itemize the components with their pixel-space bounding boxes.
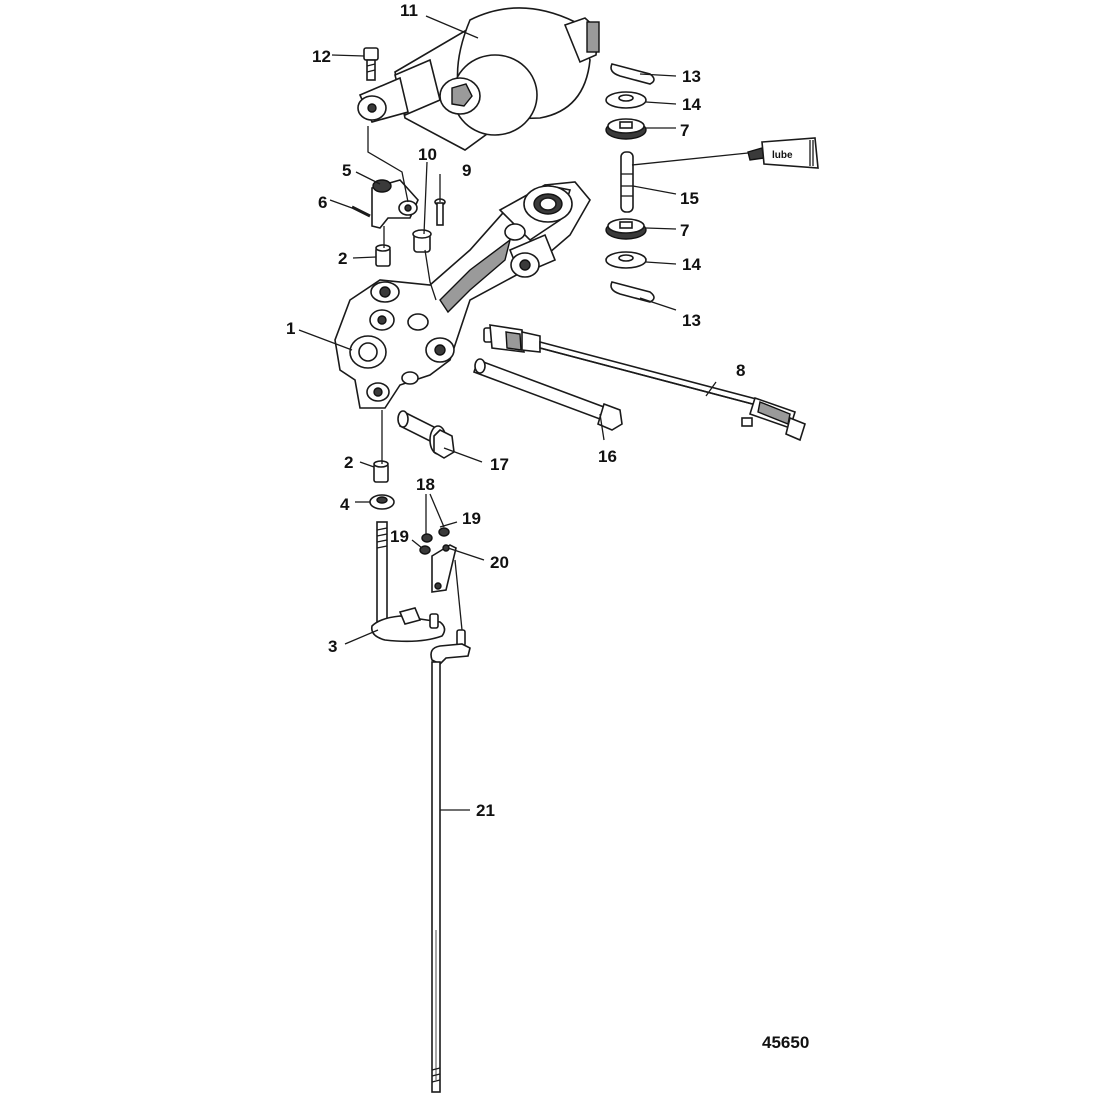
callout-labels: 11 12 13 14 7 10 5 9 6 15 7 2 14 13 1 8 … xyxy=(286,1,745,820)
callout-17: 17 xyxy=(490,455,509,474)
part-12-bolt xyxy=(363,47,379,81)
callout-11: 11 xyxy=(400,1,418,20)
part-17-flanged-bolt xyxy=(397,410,455,459)
part-7-upper-bushing xyxy=(605,118,647,140)
part-20-link xyxy=(431,544,457,593)
callout-19-left: 19 xyxy=(390,527,409,546)
callout-14-top: 14 xyxy=(682,95,701,114)
callout-4: 4 xyxy=(340,495,350,514)
part-2-lower-bushing xyxy=(373,460,389,483)
callout-14-bottom: 14 xyxy=(682,255,701,274)
callout-10: 10 xyxy=(418,145,437,164)
part-9-screw xyxy=(434,198,446,226)
lube-tube: lube xyxy=(747,137,819,169)
figure-id: 45650 xyxy=(762,1033,809,1052)
part-3-shift-shaft xyxy=(370,521,466,647)
part-21-shift-rod xyxy=(430,643,471,1093)
callout-9: 9 xyxy=(462,161,471,180)
callout-1: 1 xyxy=(286,319,295,338)
lube-label: lube xyxy=(772,150,793,161)
part-1-bracket-housing xyxy=(334,181,591,409)
part-2-upper-bushing xyxy=(375,244,391,267)
part-8-sensor-harness xyxy=(483,324,806,442)
callout-15: 15 xyxy=(680,189,699,208)
part-10-bushing xyxy=(412,229,432,253)
callout-18: 18 xyxy=(416,475,435,494)
part-15-pivot-pin xyxy=(620,151,634,213)
part-13-upper-cotter-pin xyxy=(610,63,655,85)
callout-12: 12 xyxy=(312,47,331,66)
callout-20: 20 xyxy=(490,553,509,572)
part-19-upper-nut xyxy=(438,527,450,537)
part-4-nut xyxy=(369,494,395,510)
callout-7-bottom: 7 xyxy=(680,221,689,240)
leader-lines xyxy=(298,15,749,811)
part-19-lower-nut xyxy=(419,545,431,555)
callout-2-top: 2 xyxy=(338,249,347,268)
callout-7-top: 7 xyxy=(680,121,689,140)
part-14-lower-washer xyxy=(605,251,647,269)
callout-8: 8 xyxy=(736,361,745,380)
callout-13-top: 13 xyxy=(682,67,701,86)
callout-2-bottom: 2 xyxy=(344,453,353,472)
part-6-pin xyxy=(351,205,371,218)
callout-3: 3 xyxy=(328,637,337,656)
callout-16: 16 xyxy=(598,447,617,466)
part-16-through-bolt xyxy=(472,358,623,431)
callout-21: 21 xyxy=(476,801,495,820)
callout-13-bottom: 13 xyxy=(682,311,701,330)
part-11-actuator-motor xyxy=(357,7,600,151)
part-13-lower-cotter-pin xyxy=(610,281,655,303)
part-5-lever xyxy=(371,179,419,229)
callout-5: 5 xyxy=(342,161,351,180)
callout-19-right: 19 xyxy=(462,509,481,528)
callout-6: 6 xyxy=(318,193,327,212)
part-18-nut xyxy=(421,533,433,543)
part-14-upper-washer xyxy=(605,91,647,109)
part-7-lower-bushing xyxy=(605,218,647,240)
